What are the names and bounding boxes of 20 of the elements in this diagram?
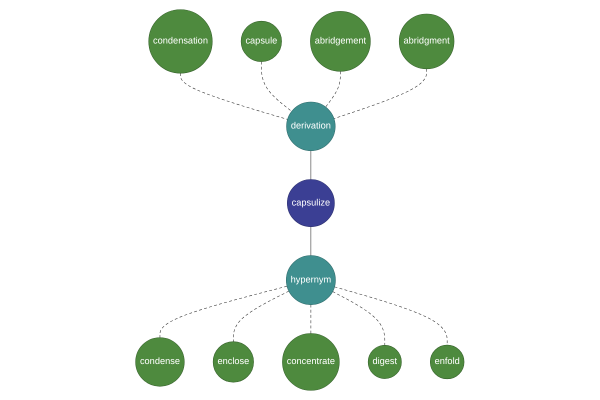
- connector: [334, 68, 428, 119]
- node-circle: abridgement: [310, 11, 371, 72]
- node-circle: concentrate: [282, 333, 340, 391]
- connector: [310, 150, 312, 180]
- connector: [310, 226, 312, 256]
- node-circle: digest: [368, 345, 402, 379]
- node-circle: hypernym: [286, 255, 336, 305]
- node-circle: condense: [135, 337, 185, 387]
- connector: [326, 71, 341, 108]
- node-circle: abridgment: [399, 14, 454, 70]
- connector: [180, 72, 288, 120]
- connector: [261, 61, 292, 112]
- node-circle: derivation: [286, 102, 336, 151]
- node-circle: enfold: [430, 344, 465, 380]
- node-circle: condensation: [148, 9, 213, 74]
- connector: [310, 304, 312, 334]
- connector: [160, 286, 288, 338]
- node-circle: capsule: [240, 20, 282, 62]
- node-circle: capsulize: [287, 179, 335, 227]
- node-circle: enclose: [213, 341, 254, 382]
